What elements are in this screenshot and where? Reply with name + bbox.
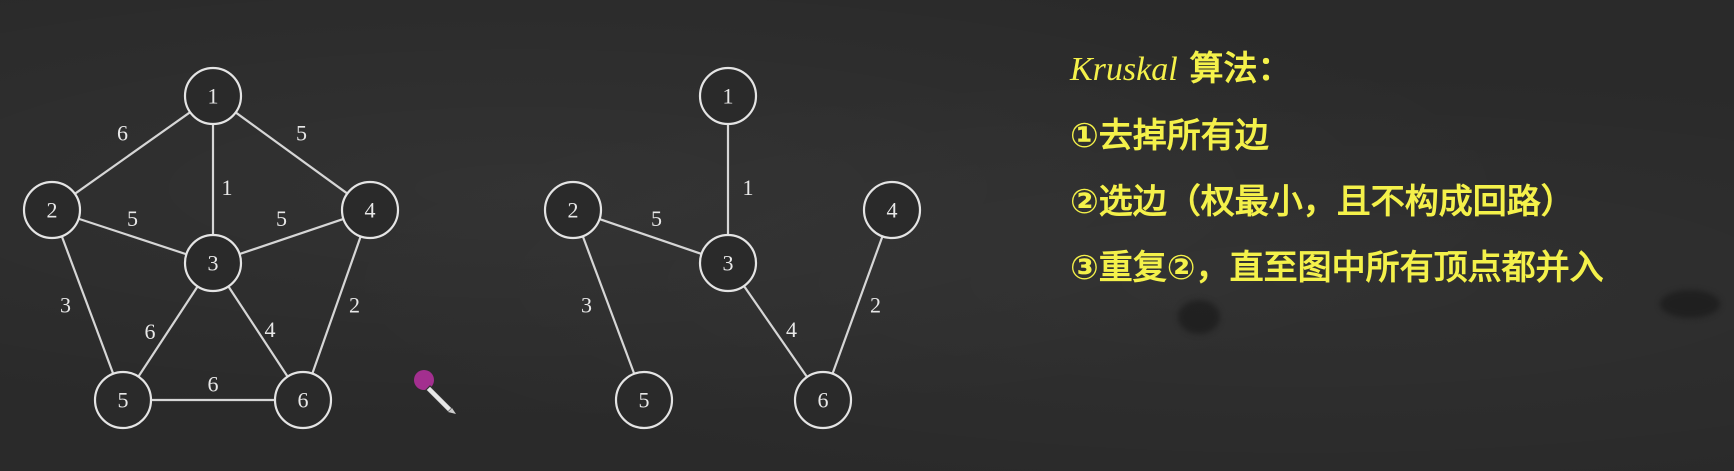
full-node-label: 3 xyxy=(208,251,219,276)
full-edge-3-4 xyxy=(239,217,344,256)
full-node-label: 6 xyxy=(298,388,309,413)
full-node-label: 5 xyxy=(118,388,129,413)
mst-node-circle xyxy=(862,180,922,240)
full-edge-weight-3-6: 4 xyxy=(265,317,276,342)
full-node-2: 2 xyxy=(22,180,82,240)
smudge xyxy=(1660,290,1720,318)
mst-node-3: 3 xyxy=(698,233,758,293)
full-edge-3-6 xyxy=(227,285,289,378)
mst-node-2: 2 xyxy=(543,180,603,240)
step-1: ①去掉所有边 xyxy=(1070,116,1269,156)
mst-edge-weight-4-6: 2 xyxy=(870,293,881,318)
full-edge-weight-4-6: 2 xyxy=(349,293,360,318)
full-edge-weight-2-3: 5 xyxy=(127,206,138,231)
mst-edge-4-6 xyxy=(831,235,884,375)
full-node-circle xyxy=(183,66,243,126)
mst-node-4: 4 xyxy=(862,180,922,240)
pen-cursor-icon xyxy=(414,370,456,414)
notes-title-en: Kruskal xyxy=(1070,51,1178,88)
spanning-tree-graph: 1 5 3 4 2 1 2 3 4 5 6 xyxy=(543,66,922,430)
full-node-circle xyxy=(22,180,82,240)
mst-edge-2-3 xyxy=(599,218,702,255)
mst-node-label: 1 xyxy=(723,84,734,109)
mst-node-label: 2 xyxy=(568,198,579,223)
mst-edge-weight-2-3: 5 xyxy=(651,206,662,231)
mst-edge-weight-2-5: 3 xyxy=(581,293,592,318)
mst-node-circle xyxy=(698,66,758,126)
full-node-circle xyxy=(273,370,333,430)
mst-edge-weight-3-6: 4 xyxy=(786,317,797,342)
mst-edge-weight-1-3: 1 xyxy=(743,175,754,200)
full-node-circle xyxy=(93,370,153,430)
full-node-circle xyxy=(183,233,243,293)
full-edge-1-2 xyxy=(74,111,191,195)
full-node-label: 4 xyxy=(365,198,376,223)
full-node-circle xyxy=(340,180,400,240)
full-edge-weight-1-2: 6 xyxy=(117,121,128,146)
mst-node-circle xyxy=(793,370,853,430)
mst-node-circle xyxy=(698,233,758,293)
mst-node-label: 4 xyxy=(887,198,898,223)
full-edge-weight-3-4: 5 xyxy=(276,206,287,231)
mst-node-6: 6 xyxy=(793,370,853,430)
full-edge-4-6 xyxy=(311,236,362,374)
full-edge-weight-1-3: 1 xyxy=(222,175,233,200)
mst-node-circle xyxy=(614,370,674,430)
full-edge-weight-3-5: 6 xyxy=(145,319,156,344)
full-node-3: 3 xyxy=(183,233,243,293)
step-3: ③重复②，直至图中所有顶点都并入 xyxy=(1070,248,1604,288)
kruskal-notes: Kruskal 算法： ①去掉所有边 ②选边（权最小，且不构成回路） ③重复②，… xyxy=(1070,36,1720,301)
mst-edge-2-5 xyxy=(581,235,636,375)
mst-node-1: 1 xyxy=(698,66,758,126)
full-node-6: 6 xyxy=(273,370,333,430)
mst-node-label: 5 xyxy=(639,388,650,413)
full-node-4: 4 xyxy=(340,180,400,240)
full-edge-weight-2-5: 3 xyxy=(60,293,71,318)
full-edge-weight-5-6: 6 xyxy=(208,372,219,397)
smudge xyxy=(1178,300,1220,334)
mst-node-5: 5 xyxy=(614,370,674,430)
mst-node-label: 3 xyxy=(723,251,734,276)
full-edge-2-5 xyxy=(60,235,115,375)
mst-node-label: 6 xyxy=(818,388,829,413)
full-edge-1-4 xyxy=(235,111,348,195)
full-edge-3-5 xyxy=(137,285,199,378)
full-graph: 6 1 5 5 5 3 6 4 2 6 1 2 3 4 5 6 xyxy=(22,66,400,430)
full-node-label: 1 xyxy=(208,84,219,109)
full-node-5: 5 xyxy=(93,370,153,430)
notes-title-zh: 算法： xyxy=(1177,49,1292,89)
full-edge-2-3 xyxy=(78,217,187,256)
step-2: ②选边（权最小，且不构成回路） xyxy=(1070,182,1575,222)
full-edge-weight-1-4: 5 xyxy=(296,121,307,146)
mst-edge-3-6 xyxy=(743,285,808,378)
mst-node-circle xyxy=(543,180,603,240)
full-node-1: 1 xyxy=(183,66,243,126)
full-node-label: 2 xyxy=(47,198,58,223)
notes-title: Kruskal 算法： xyxy=(1070,36,1720,103)
